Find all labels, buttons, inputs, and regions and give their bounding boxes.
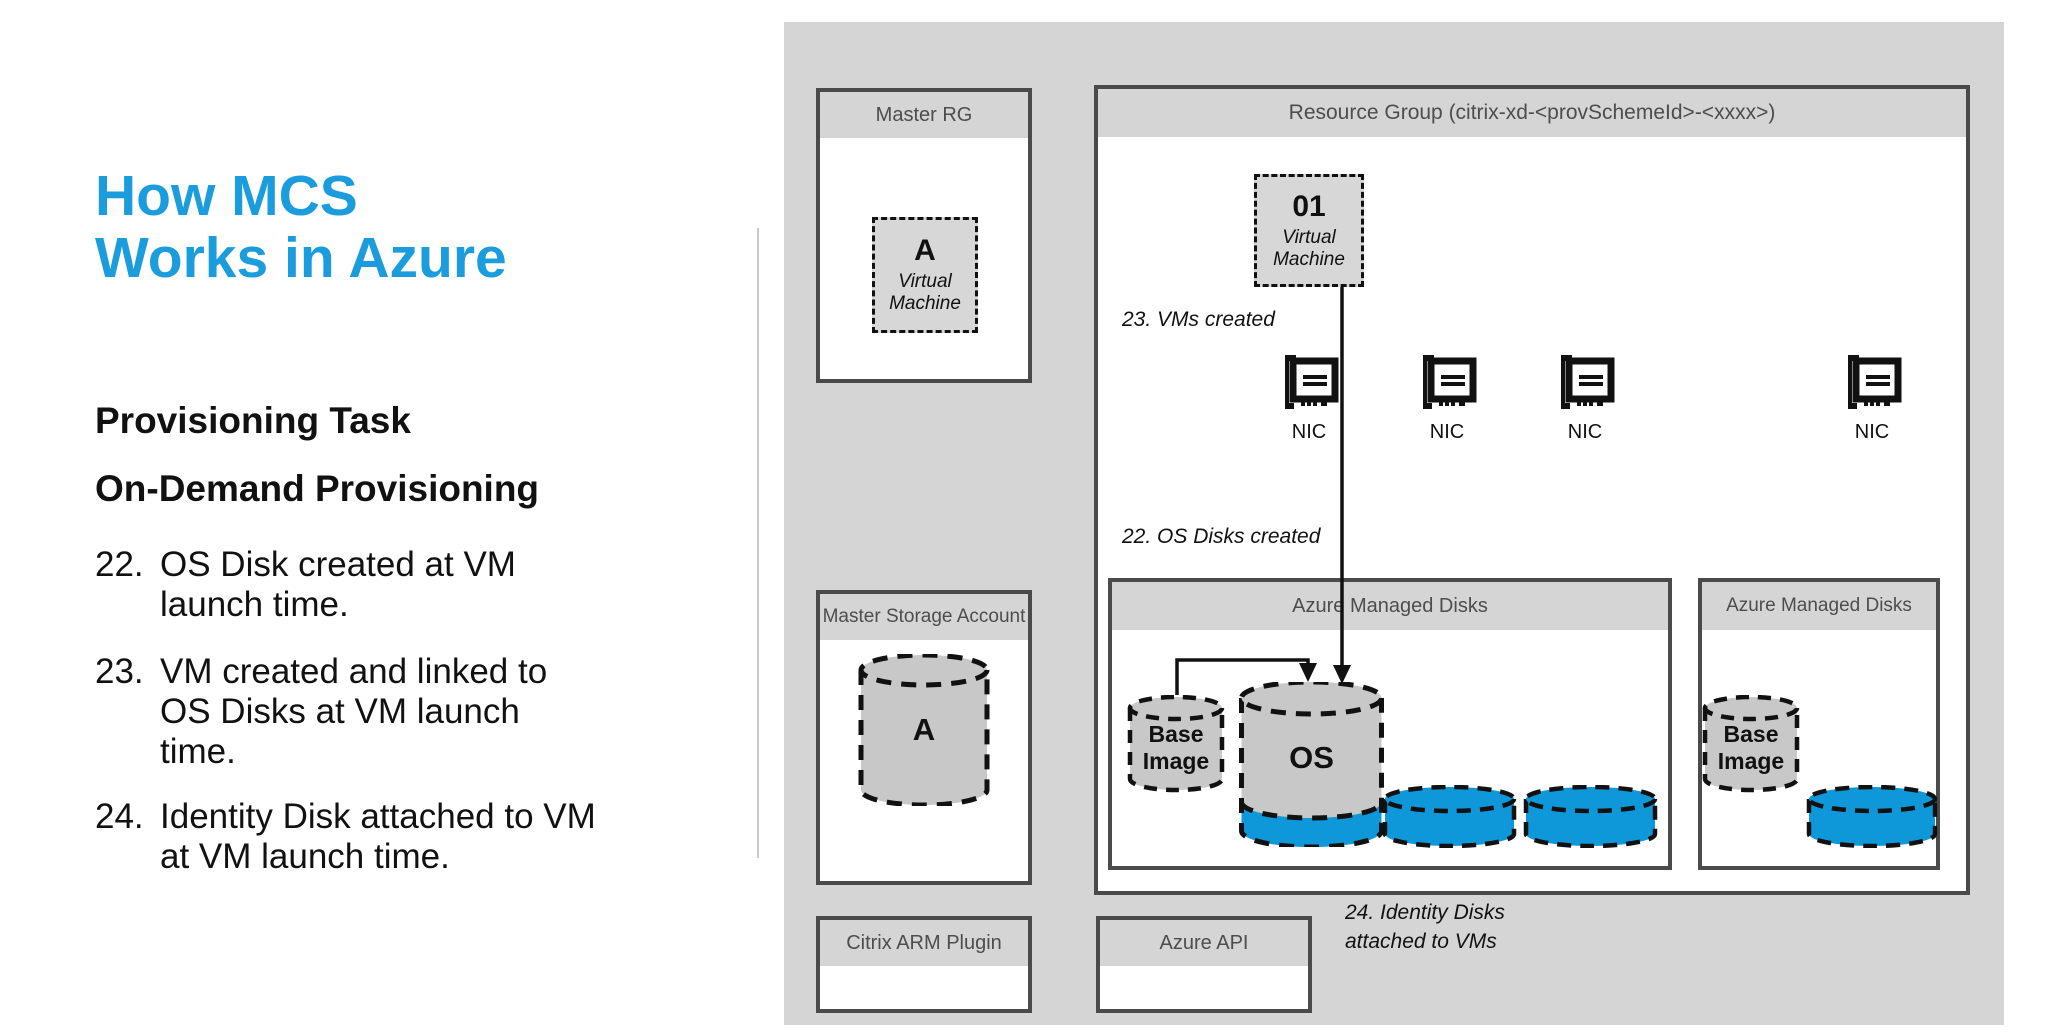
nic-card-icon — [1415, 355, 1479, 416]
bullet-24: 24. Identity Disk attached to VM at VM l… — [95, 797, 655, 877]
slide-title: How MCS Works in Azure — [95, 164, 507, 290]
nic-3: NIC — [1553, 352, 1617, 444]
bullet-22-number: 22. — [95, 545, 144, 584]
nic-card-icon — [1277, 355, 1341, 416]
annotation-vms-created: 23. VMs created — [1122, 308, 1275, 331]
azure-api-title: Azure API — [1100, 920, 1308, 966]
master-storage-account-box: Master Storage Account A — [816, 590, 1032, 885]
nic-1: NIC — [1277, 352, 1341, 444]
master-vm-a-id: A — [914, 234, 936, 267]
base-image-2-label: Base Image — [1717, 721, 1785, 774]
base-image-disk-1: Base Image — [1127, 695, 1225, 793]
annotation-identity-disks: 24. Identity Disks attached to VMs — [1345, 901, 1505, 953]
nic-card-icon — [1840, 355, 1904, 416]
bullet-24-text: Identity Disk attached to VM at VM launc… — [160, 797, 596, 876]
resource-group-title: Resource Group (citrix-xd-<provSchemeId>… — [1098, 89, 1966, 137]
bullet-22: 22. OS Disk created at VM launch time. — [95, 545, 655, 625]
azure-managed-disks-2-title: Azure Managed Disks — [1702, 582, 1936, 630]
vm-01-label: Virtual Machine — [1273, 226, 1345, 270]
azure-managed-disks-1-title: Azure Managed Disks — [1112, 582, 1668, 630]
master-vm-a-box: A Virtual Machine — [872, 217, 978, 333]
master-rg-title: Master RG — [820, 92, 1028, 138]
nic-1-label: NIC — [1291, 421, 1327, 443]
master-storage-disk-a: A — [858, 654, 990, 806]
nic-card-icon — [1553, 355, 1617, 416]
citrix-arm-plugin-box: Citrix ARM Plugin — [816, 916, 1032, 1013]
identity-disk-2 — [1523, 785, 1658, 848]
bullet-23: 23. VM created and linked to OS Disks at… — [95, 652, 655, 772]
bullet-23-text: VM created and linked to OS Disks at VM … — [160, 652, 548, 771]
base-image-disk-2: Base Image — [1702, 695, 1800, 793]
bullet-23-number: 23. — [95, 652, 144, 691]
bullet-22-text: OS Disk created at VM launch time. — [160, 545, 516, 624]
bullet-24-number: 24. — [95, 797, 144, 836]
subtitle-on-demand-provisioning: On-Demand Provisioning — [95, 468, 540, 509]
citrix-arm-plugin-title: Citrix ARM Plugin — [820, 920, 1028, 966]
azure-api-box: Azure API — [1096, 916, 1312, 1013]
subtitle-provisioning-task: Provisioning Task — [95, 400, 411, 441]
vm-01-id: 01 — [1292, 189, 1326, 223]
nic-4-label: NIC — [1854, 421, 1890, 443]
column-divider — [757, 228, 759, 858]
master-rg-box: Master RG A Virtual Machine — [816, 88, 1032, 383]
base-image-1-label: Base Image — [1142, 721, 1210, 774]
os-disk-label: OS — [1289, 740, 1334, 775]
master-vm-a-label: Virtual Machine — [889, 271, 961, 314]
nic-2: NIC — [1415, 352, 1479, 444]
annotation-os-disks-created: 22. OS Disks created — [1122, 525, 1321, 548]
nic-3-label: NIC — [1567, 421, 1603, 443]
master-storage-account-title: Master Storage Account — [820, 594, 1028, 640]
os-disk: OS — [1238, 682, 1385, 847]
nic-2-label: NIC — [1429, 421, 1465, 443]
identity-disk-1 — [1382, 785, 1517, 848]
nic-4: NIC — [1840, 352, 1904, 444]
master-storage-disk-a-label: A — [912, 712, 936, 747]
identity-disk-3 — [1806, 785, 1938, 848]
vm-01-box: 01 Virtual Machine — [1254, 174, 1364, 287]
